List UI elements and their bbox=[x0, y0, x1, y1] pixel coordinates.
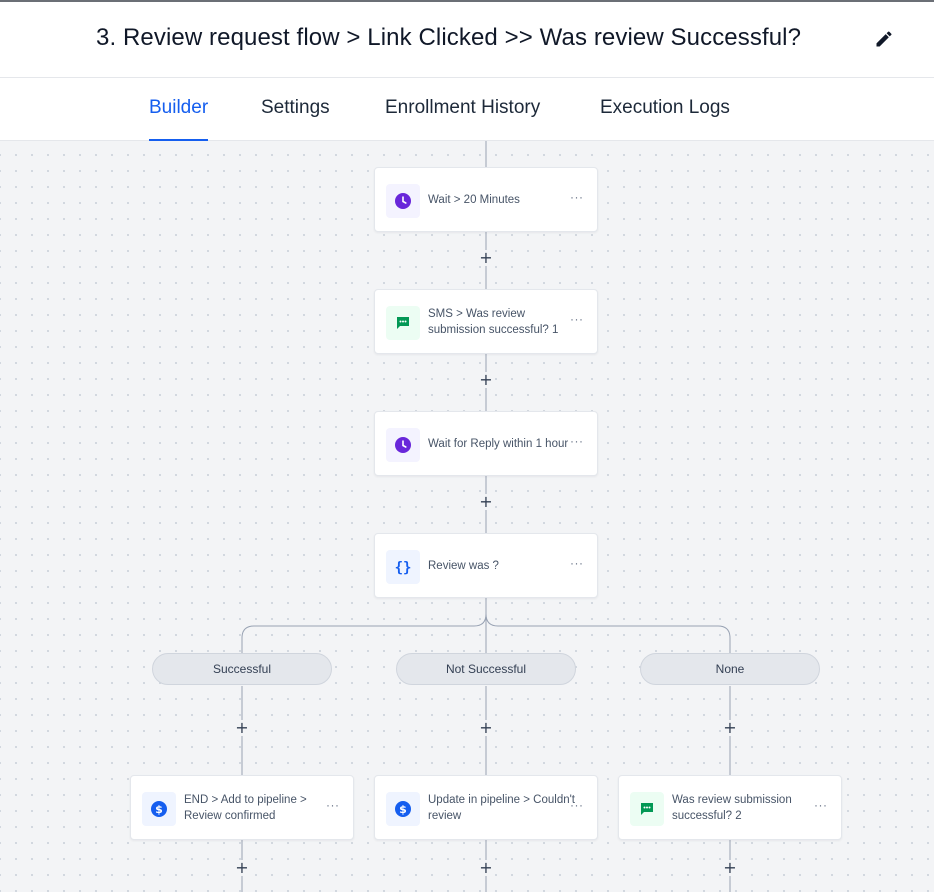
add-step-button[interactable]: + bbox=[722, 858, 738, 877]
branch-not-successful[interactable]: Not Successful bbox=[396, 653, 576, 685]
svg-text:$: $ bbox=[155, 803, 163, 816]
workflow-node-sms[interactable]: SMS > Was review submission successful? … bbox=[374, 289, 598, 354]
tab-settings[interactable]: Settings bbox=[261, 97, 330, 118]
window-top-border bbox=[0, 0, 934, 2]
node-label: Wait > 20 Minutes bbox=[428, 193, 520, 206]
node-label: Was review submission successful? 2 bbox=[672, 794, 792, 822]
add-step-button[interactable]: + bbox=[478, 370, 494, 389]
workflow-title: 3. Review request flow > Link Clicked >>… bbox=[96, 24, 802, 51]
node-label: Update in pipeline > Couldn't review bbox=[428, 794, 576, 822]
branch-successful[interactable]: Successful bbox=[152, 653, 332, 685]
clock-icon bbox=[386, 428, 420, 462]
node-label: Review was ? bbox=[428, 559, 499, 572]
svg-text:{}: {} bbox=[395, 560, 412, 575]
braces-icon: {} bbox=[386, 550, 420, 584]
workflow-node-update-in-pipeline[interactable]: $ Update in pipeline > Couldn't review ·… bbox=[374, 775, 598, 840]
add-step-button[interactable]: + bbox=[478, 718, 494, 737]
dollar-icon: $ bbox=[142, 792, 176, 826]
chat-icon bbox=[386, 306, 420, 340]
workflow-node-wait-for-reply[interactable]: Wait for Reply within 1 hour ··· bbox=[374, 411, 598, 476]
node-label: SMS > Was review submission successful? … bbox=[428, 308, 559, 336]
svg-text:$: $ bbox=[399, 803, 407, 816]
chat-icon bbox=[630, 792, 664, 826]
clock-icon bbox=[386, 184, 420, 218]
add-step-button[interactable]: + bbox=[234, 718, 250, 737]
branch-none[interactable]: None bbox=[640, 653, 820, 685]
add-step-button[interactable]: + bbox=[478, 248, 494, 267]
add-step-button[interactable]: + bbox=[234, 858, 250, 877]
tab-bar: Builder Settings Enrollment History Exec… bbox=[0, 78, 934, 141]
workflow-node-end-add-to-pipeline[interactable]: $ END > Add to pipeline > Review confirm… bbox=[130, 775, 354, 840]
tab-execution-logs[interactable]: Execution Logs bbox=[600, 97, 730, 118]
add-step-button[interactable]: + bbox=[478, 858, 494, 877]
tab-builder[interactable]: Builder bbox=[149, 97, 209, 141]
more-options-icon[interactable]: ··· bbox=[814, 798, 828, 812]
more-options-icon[interactable]: ··· bbox=[570, 434, 584, 448]
workflow-node-condition[interactable]: {} Review was ? ··· bbox=[374, 533, 598, 598]
dollar-icon: $ bbox=[386, 792, 420, 826]
workflow-header: 3. Review request flow > Link Clicked >>… bbox=[0, 2, 934, 78]
workflow-node-wait-20-minutes[interactable]: Wait > 20 Minutes ··· bbox=[374, 167, 598, 232]
tab-enrollment-history[interactable]: Enrollment History bbox=[385, 97, 541, 118]
more-options-icon[interactable]: ··· bbox=[570, 556, 584, 570]
more-options-icon[interactable]: ··· bbox=[570, 312, 584, 326]
node-label: END > Add to pipeline > Review confirmed bbox=[184, 794, 307, 822]
more-options-icon[interactable]: ··· bbox=[570, 190, 584, 204]
more-options-icon[interactable]: ··· bbox=[570, 798, 584, 812]
workflow-node-sms-2[interactable]: Was review submission successful? 2 ··· bbox=[618, 775, 842, 840]
add-step-button[interactable]: + bbox=[722, 718, 738, 737]
node-label: Wait for Reply within 1 hour bbox=[428, 437, 569, 450]
add-step-button[interactable]: + bbox=[478, 492, 494, 511]
pencil-icon[interactable] bbox=[874, 29, 894, 49]
workflow-canvas[interactable]: + + + + + + + + + Wait > 20 Minutes ··· … bbox=[0, 141, 934, 892]
more-options-icon[interactable]: ··· bbox=[326, 798, 340, 812]
